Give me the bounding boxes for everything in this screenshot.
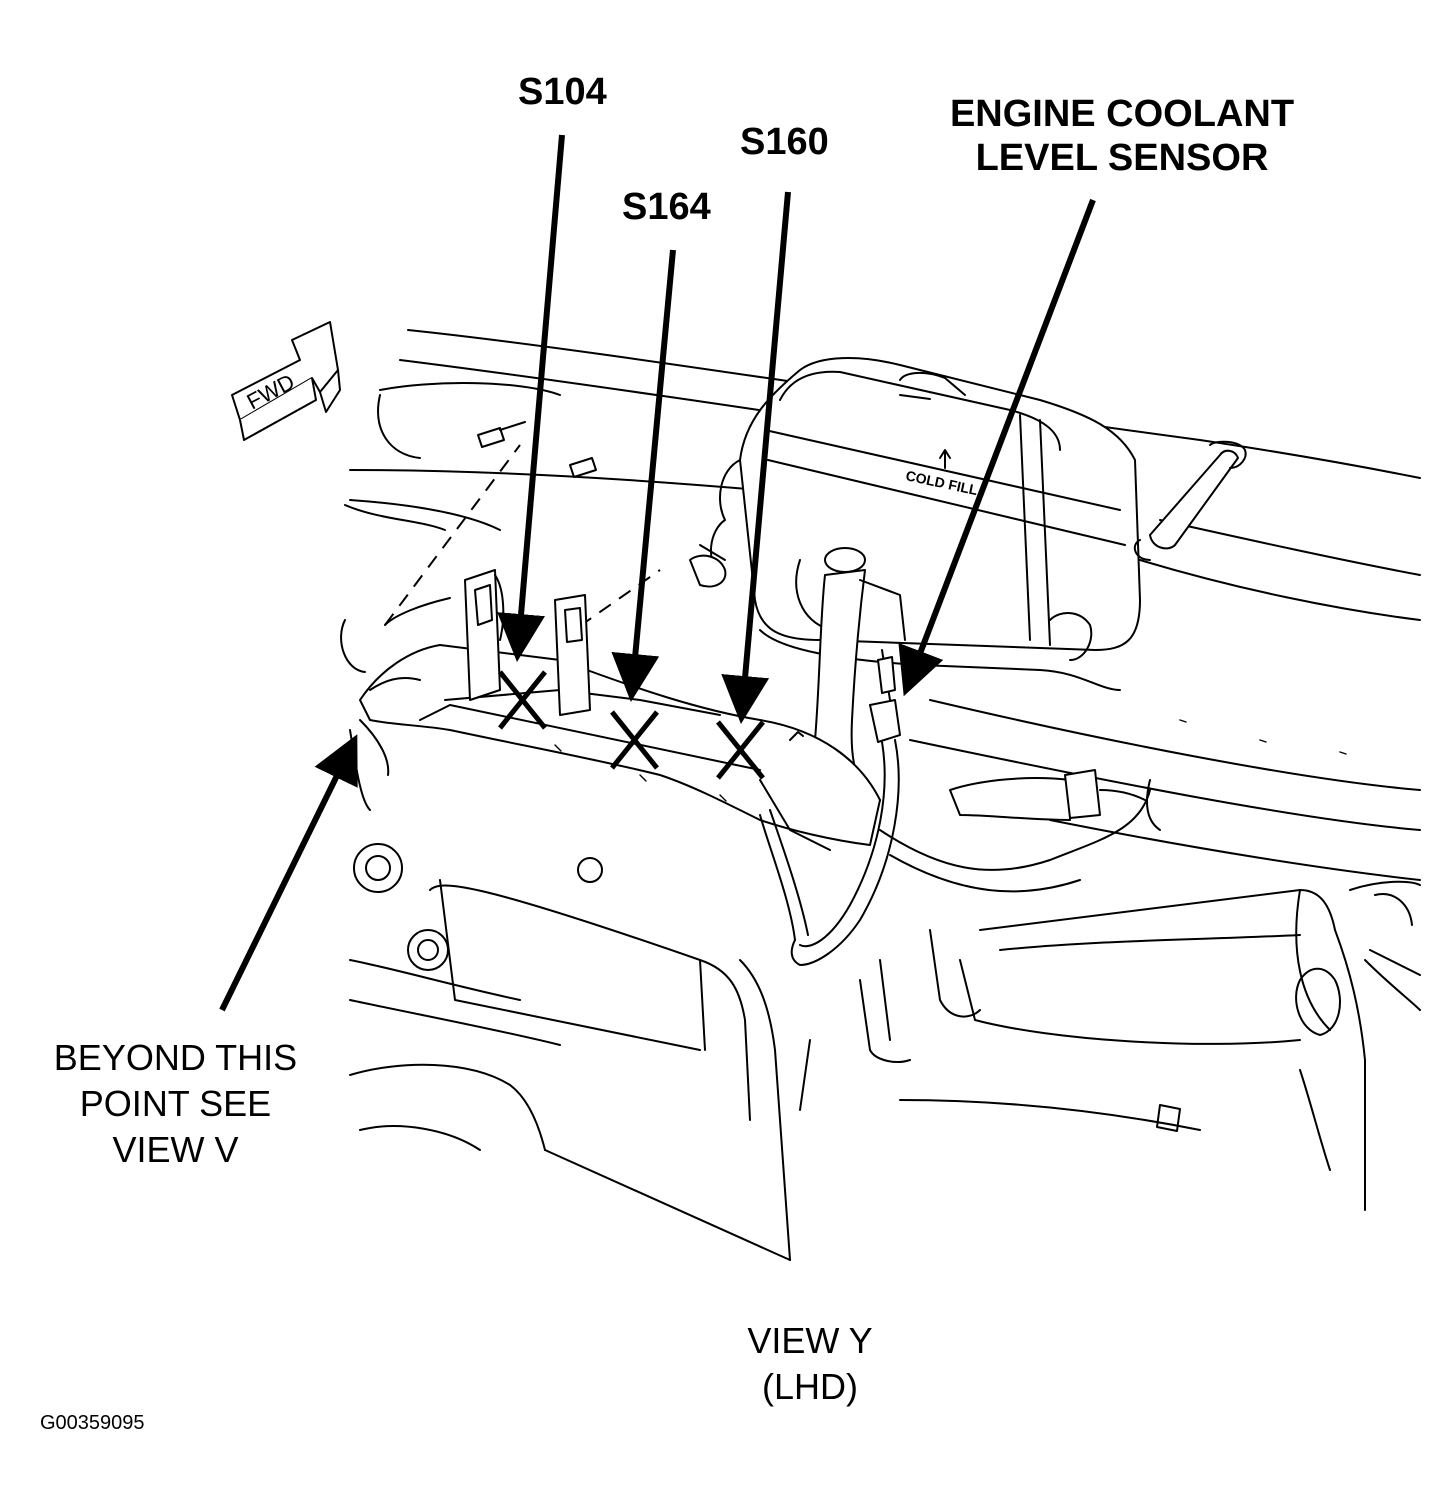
- callout-s164: S164: [622, 186, 711, 228]
- leader-arrows: [219, 134, 1096, 1012]
- leader-s160: [721, 191, 791, 724]
- cowl-fittings: [477, 421, 804, 741]
- leader-view-v: [219, 734, 358, 1012]
- reference-dashed-line: [384, 444, 521, 626]
- callout-coolant-sensor-line1: ENGINE COOLANT: [949, 93, 1295, 135]
- cowl-panel: [344, 329, 1421, 881]
- leader-s164: [611, 249, 676, 702]
- harness-bracket-middle: [554, 594, 591, 716]
- view-v-note-line1: BEYOND THIS: [53, 1037, 298, 1078]
- splice-x-icon: [498, 670, 765, 780]
- harness-branch-right: [879, 769, 1161, 893]
- figure-id: G00359095: [40, 1412, 145, 1434]
- leader-s104: [497, 134, 565, 662]
- view-label-line1: VIEW Y: [747, 1320, 873, 1361]
- view-label: VIEW Y (LHD): [700, 1318, 920, 1410]
- view-v-note-line2: POINT SEE: [79, 1083, 272, 1124]
- wiring-harness-trough: [359, 644, 881, 851]
- callout-s160: S160: [740, 121, 829, 163]
- view-v-note: BEYOND THIS POINT SEE VIEW V: [38, 1035, 313, 1173]
- view-label-line2: (LHD): [762, 1366, 858, 1407]
- harness-bracket-left: [464, 569, 505, 701]
- bolt-heads: [340, 619, 1413, 971]
- tube-fitting-right: [1049, 440, 1247, 661]
- callout-coolant-sensor-line2: LEVEL SENSOR: [975, 137, 1269, 179]
- sensor-connector: [759, 649, 901, 966]
- lower-body-panel: [349, 729, 1421, 1261]
- callout-s104: S104: [518, 71, 607, 113]
- fwd-arrow-icon: FWD: [231, 321, 341, 441]
- callout-coolant-sensor: ENGINE COOLANT LEVEL SENSOR: [937, 92, 1307, 180]
- leader-coolant-sensor: [898, 198, 1096, 697]
- view-v-note-line3: VIEW V: [112, 1129, 239, 1170]
